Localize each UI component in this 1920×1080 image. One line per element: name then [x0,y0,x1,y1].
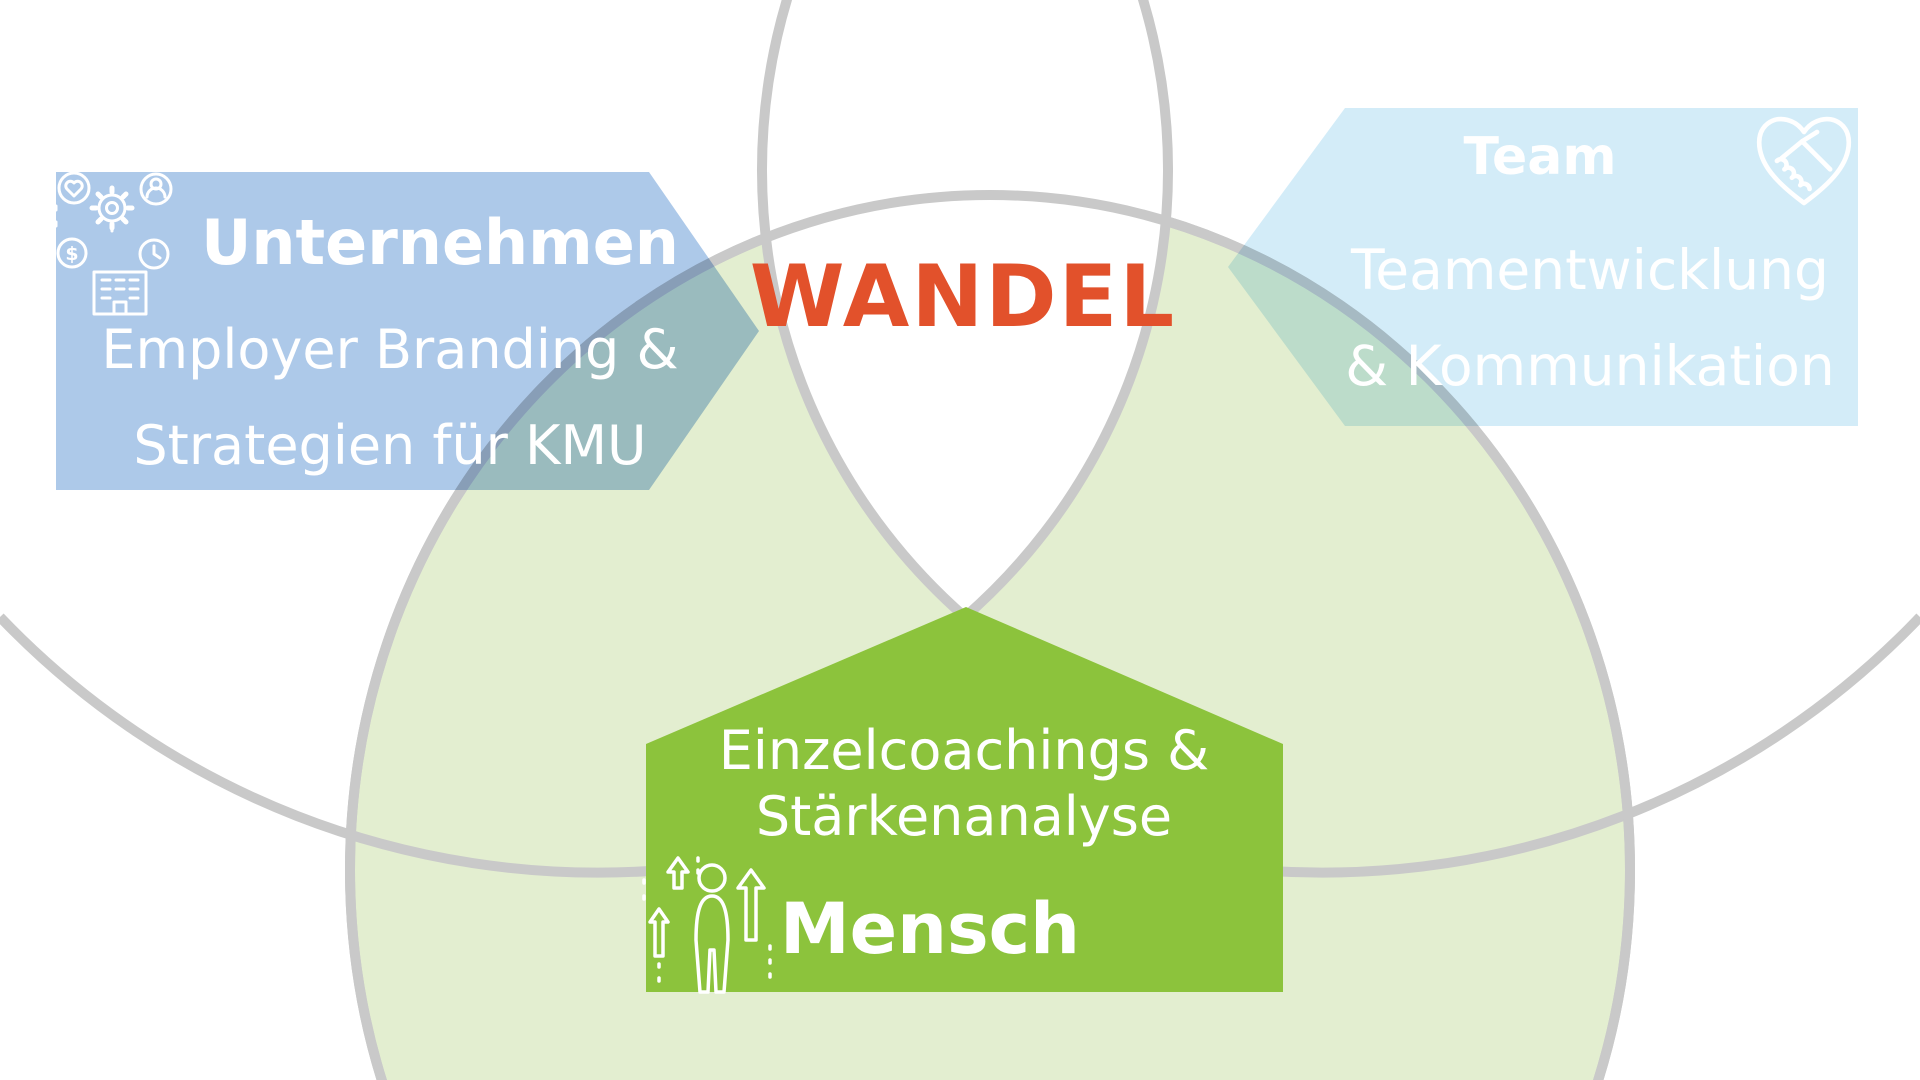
connector-arc-icon [88,164,144,172]
clock-hands-icon [152,244,162,260]
mensch-subtitle: Einzelcoachings & Stärkenanalyse [664,718,1264,850]
handshake-heart-icon [1756,116,1852,206]
money-circle-icon [56,237,88,269]
unternehmen-line-1: Employer Branding & [101,318,679,381]
person-body-icon [694,894,730,994]
mensch-line-2: Stärkenanalyse [755,785,1173,848]
center-title: WANDEL [749,247,1177,347]
person-head-icon [697,863,727,893]
bottom-center-circle-rim [345,190,1635,1080]
unternehmen-title: Unternehmen [201,206,679,279]
gear-icon [97,193,127,223]
team-line-1: Teamentwicklung [1351,238,1829,302]
team-subtitle: Teamentwicklung & Kommunikation [1310,222,1870,414]
gear-hub-icon [105,201,119,215]
heart-icon [64,179,84,198]
finger-icon [1789,173,1804,186]
up-arrow-tall-icon [736,868,766,942]
clock-icon [138,238,170,270]
bottom-left-circle-arc [0,613,651,878]
unternehmen-subtitle: Employer Branding & Strategien für KMU [60,302,720,494]
unternehmen-line-2: Strategien für KMU [133,414,647,477]
heart-outline-icon [1756,116,1852,206]
company-values-icon: $ [54,164,173,316]
team-box-shape [1228,108,1858,426]
heart-circle-icon [57,171,91,205]
up-arrow-left-icon [648,907,670,958]
up-arrow-small-icon [666,856,690,890]
dollar-icon: $ [65,243,78,265]
person-circle-icon [139,172,173,206]
mensch-line-1: Einzelcoachings & [718,719,1210,782]
handshake-arm-icon [1779,139,1833,172]
finger-icon [1774,156,1789,169]
team-title: Team [1463,127,1617,187]
gear-teeth-icon [89,185,135,231]
person-growth-icon [642,856,772,994]
mensch-box-shape [646,607,1283,992]
person-shoulders-icon [145,186,167,199]
team-line-2: & Kommunikation [1345,334,1835,398]
finger-icon [1782,165,1797,178]
building-icon [92,270,148,316]
finger-icon [1797,181,1812,192]
mensch-title: Mensch [780,888,1080,970]
unternehmen-box-shape [56,172,759,490]
handshake-arm2-icon [1799,129,1820,144]
